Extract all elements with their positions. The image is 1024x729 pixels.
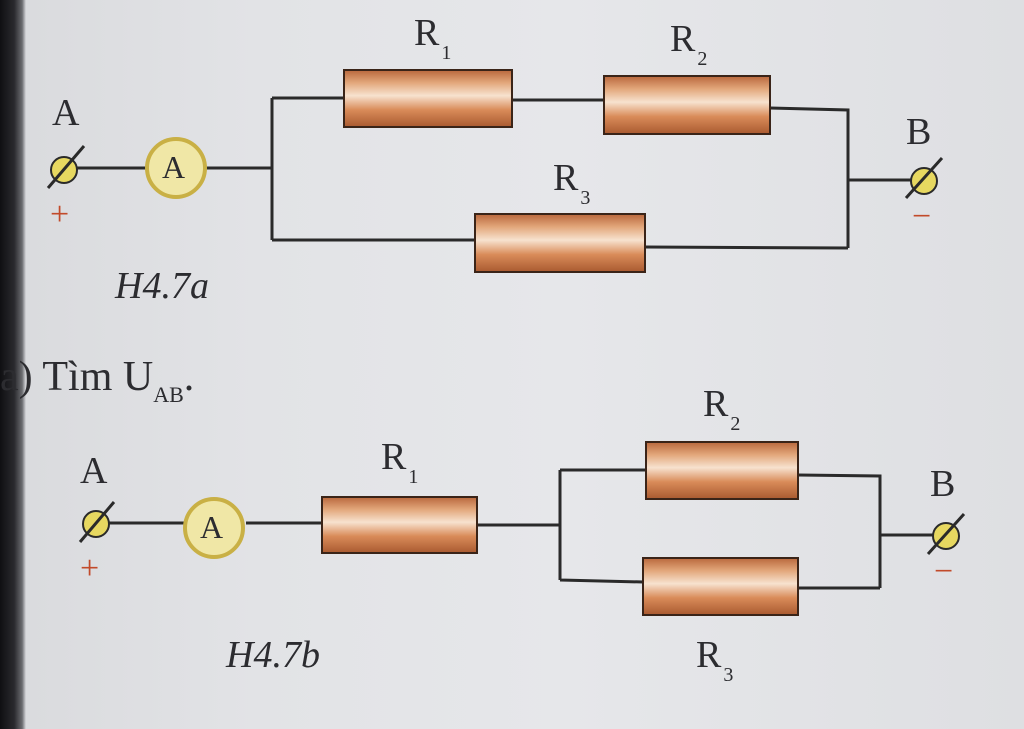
book-binding-shadow: [0, 0, 26, 729]
resistor-r2-a: [603, 75, 771, 135]
ammeter-label-b: A: [200, 509, 224, 545]
wire-a-main: [64, 96, 920, 250]
resistor-r1-a: [343, 69, 513, 128]
resistor-r3-b: [642, 557, 799, 616]
terminal-slash: [46, 145, 86, 189]
terminal-slash: [904, 156, 944, 200]
ammeter-icon: [145, 137, 207, 199]
terminal-b-label: B: [930, 463, 956, 505]
terminal-icon: [910, 167, 938, 195]
ammeter-label-a: A: [162, 149, 186, 185]
resistor-r3-a: [474, 213, 646, 273]
terminal-slash: [78, 501, 116, 543]
wire-b-main: [92, 468, 944, 590]
diagram-a: [46, 69, 944, 273]
terminal-a-label: A: [52, 92, 80, 134]
resistor-r2-b: [645, 441, 799, 500]
plus-sign: +: [50, 196, 70, 233]
resistor-r1-b: [321, 496, 478, 554]
minus-sign: −: [934, 553, 954, 590]
terminal-slash: [926, 512, 966, 556]
caption-b: H4.7b: [226, 634, 320, 676]
task-text: a) Tìm UAB.: [0, 354, 195, 407]
minus-sign: −: [912, 198, 932, 235]
terminal-b-label: B: [906, 111, 932, 153]
terminal-a-label: A: [80, 450, 108, 492]
ammeter-icon: [183, 497, 245, 559]
caption-a: H4.7a: [115, 265, 209, 307]
diagram-b: [78, 441, 966, 616]
plus-sign: +: [80, 550, 100, 587]
